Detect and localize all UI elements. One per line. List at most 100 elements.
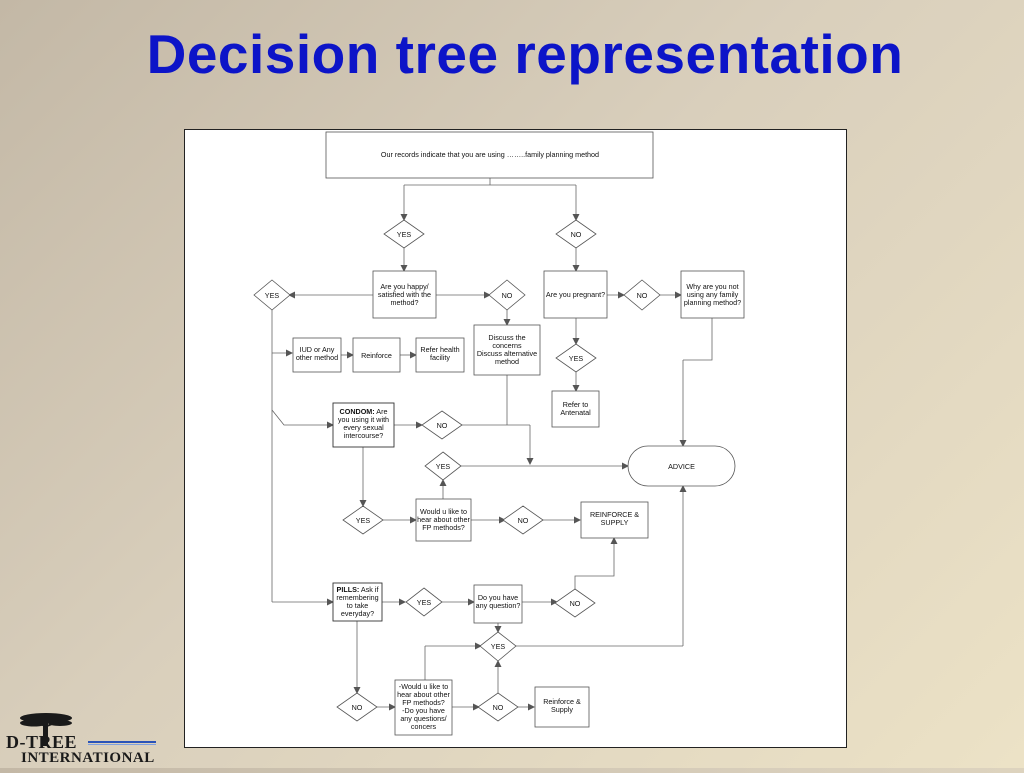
edges	[271, 178, 713, 711]
svg-text:concers: concers	[411, 722, 437, 731]
node-pregnant: Are you pregnant?	[543, 270, 608, 319]
decision-tree-diagram: Our records indicate that you are using …	[253, 131, 745, 736]
svg-text:NO: NO	[637, 291, 648, 300]
node-iud: IUD or Any other method	[292, 337, 342, 373]
svg-text:using any family: using any family	[687, 290, 739, 299]
svg-text:Are you happy/: Are you happy/	[380, 282, 428, 291]
svg-text:NO: NO	[502, 291, 513, 300]
svg-text:NO: NO	[518, 516, 529, 525]
svg-text:Would u like to: Would u like to	[420, 507, 467, 516]
svg-text:YES: YES	[417, 598, 432, 607]
node-condom: CONDOM: Are you using it with every sexu…	[332, 402, 395, 448]
svg-text:-Do you have: -Do you have	[402, 706, 445, 715]
node-reinforce: Reinforce	[352, 337, 401, 373]
svg-text:FP methods?: FP methods?	[402, 698, 445, 707]
svg-text:method: method	[495, 357, 519, 366]
svg-text:other method: other method	[296, 353, 338, 362]
svg-text:concerns: concerns	[492, 341, 522, 350]
node-reinforce-supply: REINFORCE & SUPPLY	[580, 501, 649, 539]
svg-text:YES: YES	[356, 516, 371, 525]
node-reinforce-supply-2: Reinforce & Supply	[534, 686, 590, 728]
svg-text:planning method?: planning method?	[684, 298, 741, 307]
node-why-not: Why are you not using any family plannin…	[680, 270, 745, 319]
svg-text:Are you pregnant?: Are you pregnant?	[546, 290, 605, 299]
svg-text:-Would u like to: -Would u like to	[399, 682, 448, 691]
d-tree-logo: D-TREE INTERNATIONAL	[4, 706, 174, 768]
node-no-happy: NO	[488, 279, 526, 311]
svg-text:Why are you not: Why are you not	[686, 282, 738, 291]
svg-text:hear about other: hear about other	[417, 515, 470, 524]
node-no-question: NO	[554, 588, 596, 618]
svg-text:Supply: Supply	[551, 705, 573, 714]
tree-icon	[20, 713, 156, 746]
svg-text:Discuss alternative: Discuss alternative	[477, 349, 537, 358]
svg-text:Antenatal: Antenatal	[560, 408, 591, 417]
node-refer-antenatal: Refer to Antenatal	[551, 390, 600, 428]
node-refer-health: Refer health facility	[415, 337, 465, 373]
edge-trunk-condom	[271, 409, 334, 429]
svg-text:to take: to take	[347, 601, 369, 610]
node-discuss: Discuss the concerns Discuss alternative…	[473, 324, 541, 376]
edge-qno-reinforce	[574, 537, 618, 589]
node-yes-preg: YES	[555, 343, 597, 373]
svg-text:Discuss the: Discuss the	[488, 333, 525, 342]
edge-whynot-down	[683, 318, 713, 361]
svg-text:YES: YES	[265, 291, 280, 300]
svg-text:satisfied with the: satisfied with the	[378, 290, 431, 299]
svg-text:YES: YES	[436, 462, 451, 471]
node-yes-question: YES	[479, 631, 517, 662]
svg-text:intercourse?: intercourse?	[344, 431, 384, 440]
node-no-bottom: NO	[477, 692, 519, 722]
svg-text:you using it with: you using it with	[338, 415, 389, 424]
node-no-hear: NO	[502, 505, 544, 535]
slide-title: Decision tree representation	[146, 23, 904, 85]
node-yes-condom: YES	[342, 505, 384, 535]
svg-text:everyday?: everyday?	[341, 609, 374, 618]
svg-text:Refer health: Refer health	[420, 345, 459, 354]
node-advice: ADVICE	[627, 445, 736, 487]
node-question: Do you have any question?	[473, 584, 523, 624]
svg-text:YES: YES	[491, 642, 506, 651]
svg-text:NO: NO	[571, 230, 582, 239]
node-start: Our records indicate that you are using …	[325, 131, 654, 179]
node-no-top: NO	[555, 219, 597, 249]
node-yes-pills: YES	[405, 587, 443, 617]
svg-text:any question?: any question?	[476, 601, 521, 610]
svg-text:Reinforce: Reinforce	[361, 351, 392, 360]
svg-text:YES: YES	[397, 230, 412, 239]
node-pills: PILLS: Ask if remembering to take everyd…	[332, 582, 383, 622]
svg-text:NO: NO	[352, 703, 363, 712]
node-yes-mid: YES	[424, 451, 462, 481]
node-would-any: -Would u like to hear about other FP met…	[394, 679, 453, 736]
node-no-pills: NO	[336, 692, 378, 722]
decision-tree-panel: Our records indicate that you are using …	[184, 129, 847, 748]
svg-text:NO: NO	[570, 599, 581, 608]
logo-line1: D-TREE	[6, 732, 78, 752]
svg-text:Our records indicate that you: Our records indicate that you are using …	[381, 150, 599, 159]
node-no-condom: NO	[421, 410, 463, 440]
svg-text:ADVICE: ADVICE	[668, 462, 695, 471]
svg-text:PILLS: Ask if: PILLS: Ask if	[337, 585, 379, 594]
svg-text:Do you have: Do you have	[478, 593, 518, 602]
svg-text:Reinforce &: Reinforce &	[543, 697, 581, 706]
svg-text:remembering: remembering	[336, 593, 378, 602]
node-happy: Are you happy/ satisfied with the method…	[372, 270, 437, 319]
svg-text:method?: method?	[391, 298, 419, 307]
svg-text:every sexual: every sexual	[343, 423, 384, 432]
svg-text:CONDOM: Are: CONDOM: Are	[340, 407, 388, 416]
svg-text:NO: NO	[437, 421, 448, 430]
logo-line2: INTERNATIONAL	[21, 750, 155, 766]
svg-text:FP methods?: FP methods?	[422, 523, 465, 532]
svg-text:Refer to: Refer to	[563, 400, 589, 409]
node-would-hear: Would u like to hear about other FP meth…	[415, 498, 472, 542]
svg-text:REINFORCE &: REINFORCE &	[590, 510, 639, 519]
svg-text:facility: facility	[430, 353, 450, 362]
svg-text:any questions/: any questions/	[400, 714, 446, 723]
svg-text:NO: NO	[493, 703, 504, 712]
node-yes-top: YES	[383, 219, 425, 249]
svg-text:SUPPLY: SUPPLY	[601, 518, 629, 527]
svg-text:IUD or Any: IUD or Any	[300, 345, 335, 354]
svg-text:hear about other: hear about other	[397, 690, 450, 699]
node-yes-left: YES	[253, 279, 291, 311]
node-no-preg: NO	[623, 279, 661, 311]
